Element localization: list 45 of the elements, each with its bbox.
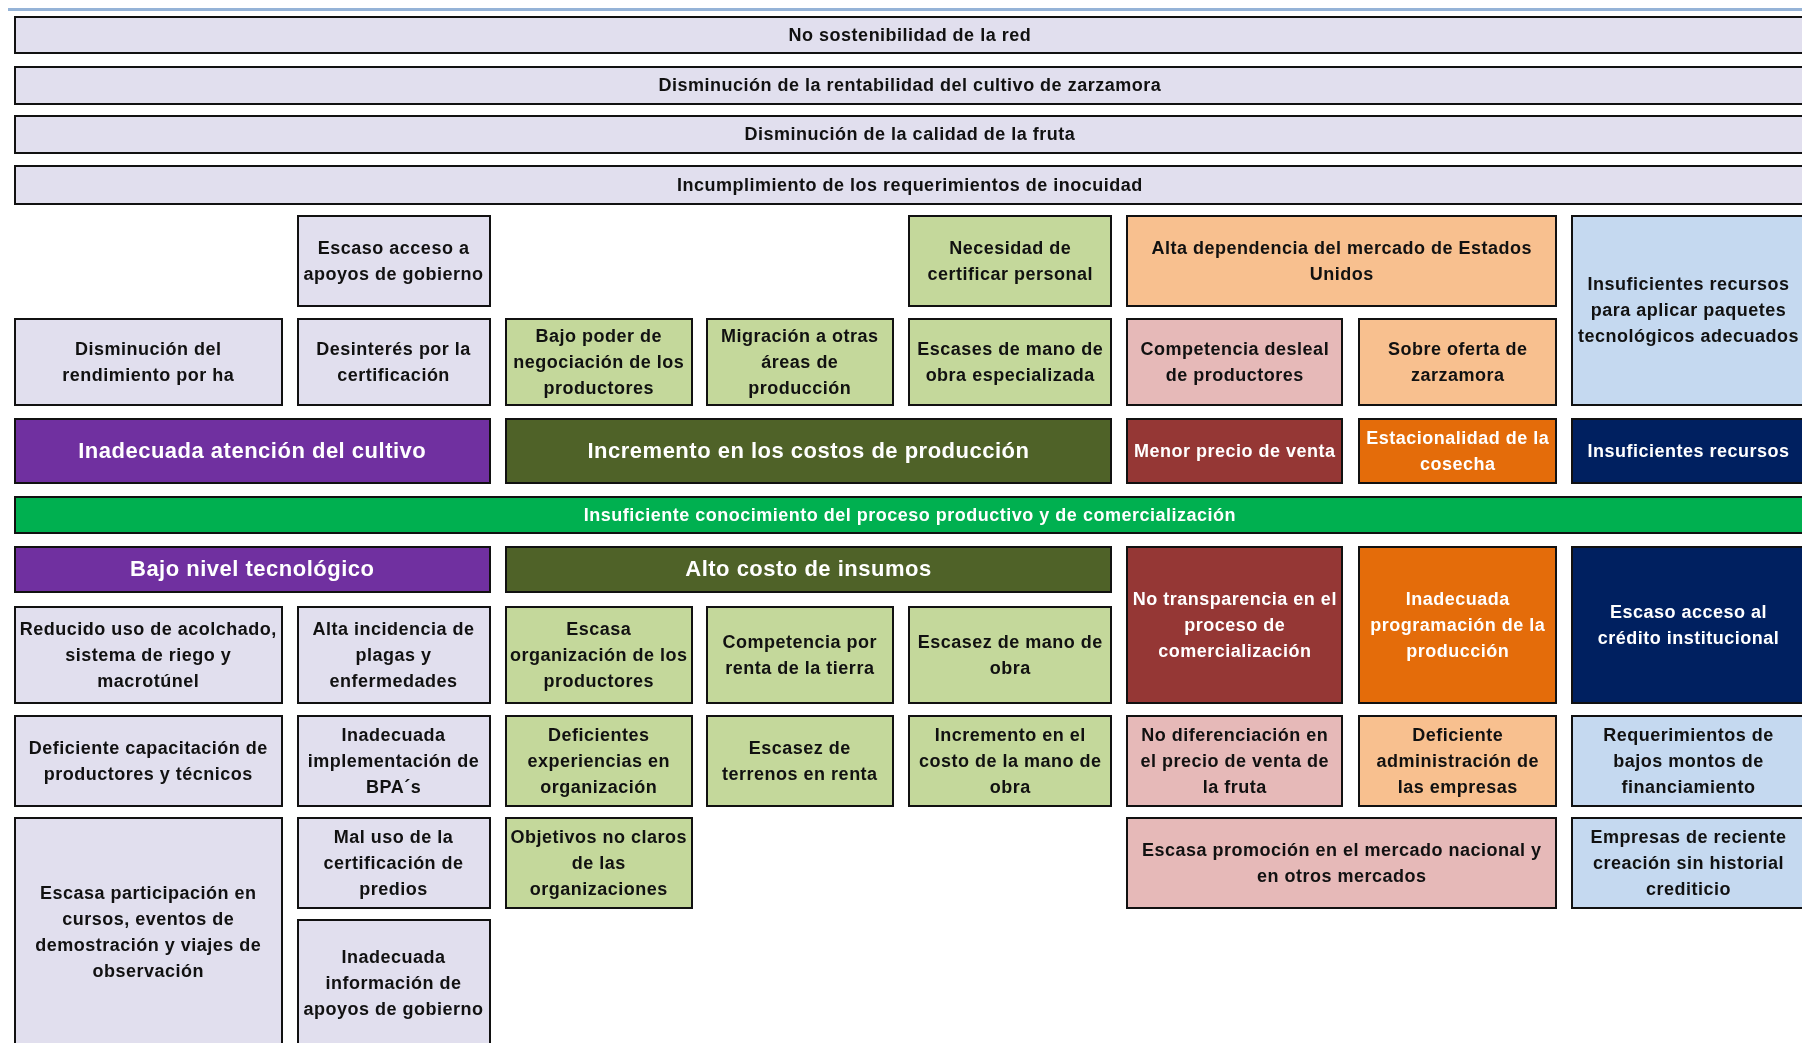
cause-box: Competencia por renta de la tierra <box>705 605 895 705</box>
cause-box: Inadecuada programación de la producción <box>1358 545 1558 705</box>
cause-box: Deficientes experiencias en organización <box>504 714 693 807</box>
effect-bar: Disminución de la calidad de la fruta <box>13 114 1802 154</box>
cause-box: Estacionalidad de la cosecha <box>1358 418 1558 484</box>
cause-bar: Incremento en los costos de producción <box>504 418 1113 484</box>
cause-box: Bajo poder de negociación de los productores <box>504 318 693 406</box>
effect-bar: Incumplimiento de los requerimientos de inocuidad <box>13 165 1802 205</box>
cause-box: Escasa participación en cursos, eventos de demostración y viajes de observación <box>13 817 283 1043</box>
cause-box: Escases de mano de obra especializada <box>907 318 1113 406</box>
cause-box: Deficiente administración de las empresas <box>1358 714 1558 807</box>
cause-box: Escasez de mano de obra <box>907 605 1113 705</box>
cause-box: Insuficientes recursos para aplicar paquetes tecnológicos adecuados <box>1571 214 1802 406</box>
cause-box: Escasez de terrenos en renta <box>705 714 895 807</box>
cause-box: Sobre oferta de zarzamora <box>1358 318 1558 406</box>
cause-box: Desinterés por la certificación <box>296 318 491 406</box>
effect-bar: Disminución de la rentabilidad del cultivo de zarzamora <box>13 65 1802 105</box>
cause-box: Mal uso de la certificación de predios <box>296 817 491 910</box>
cause-box: Alta dependencia del mercado de Estados Unidos <box>1126 214 1558 307</box>
cause-box: Escaso acceso a apoyos de gobierno <box>296 214 491 307</box>
cause-box: Objetivos no claros de las organizaciones <box>504 817 693 910</box>
cause-box: Alta incidencia de plagas y enfermedades <box>296 605 491 705</box>
cause-box: Migración a otras áreas de producción <box>705 318 895 406</box>
cause-box: Disminución del rendimiento por ha <box>13 318 283 406</box>
cause-box: Necesidad de certificar personal <box>907 214 1113 307</box>
cause-box: Menor precio de venta <box>1126 418 1344 484</box>
effect-bar: No sostenibilidad de la red <box>13 16 1802 54</box>
cause-box: Incremento en el costo de la mano de obra <box>907 714 1113 807</box>
cause-box: Competencia desleal de productores <box>1126 318 1344 406</box>
cause-box: No diferenciación en el precio de venta de la fruta <box>1126 714 1344 807</box>
cause-box: Reducido uso de acolchado, sistema de riego y macrotúnel <box>13 605 283 705</box>
cause-box: Inadecuada implementación de BPA´s <box>296 714 491 807</box>
cause-box: Deficiente capacitación de productores y técnicos <box>13 714 283 807</box>
cause-box: Empresas de reciente creación sin historial crediticio <box>1571 817 1802 910</box>
cause-box: No transparencia en el proceso de comercialización <box>1126 545 1344 705</box>
cause-bar: Inadecuada atención del cultivo <box>13 418 491 484</box>
cause-box: Escaso acceso al crédito institucional <box>1571 545 1802 705</box>
central-problem-bar: Insuficiente conocimiento del proceso productivo y de comercialización <box>13 496 1802 535</box>
cause-box: Escasa promoción en el mercado nacional y en otros mercados <box>1126 817 1558 910</box>
cause-box: Escasa organización de los productores <box>504 605 693 705</box>
cause-box: Insuficientes recursos <box>1571 418 1802 484</box>
cause-bar: Bajo nivel tecnológico <box>13 545 491 593</box>
cause-box: Inadecuada información de apoyos de gobierno <box>296 919 491 1043</box>
cause-bar: Alto costo de insumos <box>504 545 1113 593</box>
cause-box: Requerimientos de bajos montos de financiamiento <box>1571 714 1802 807</box>
